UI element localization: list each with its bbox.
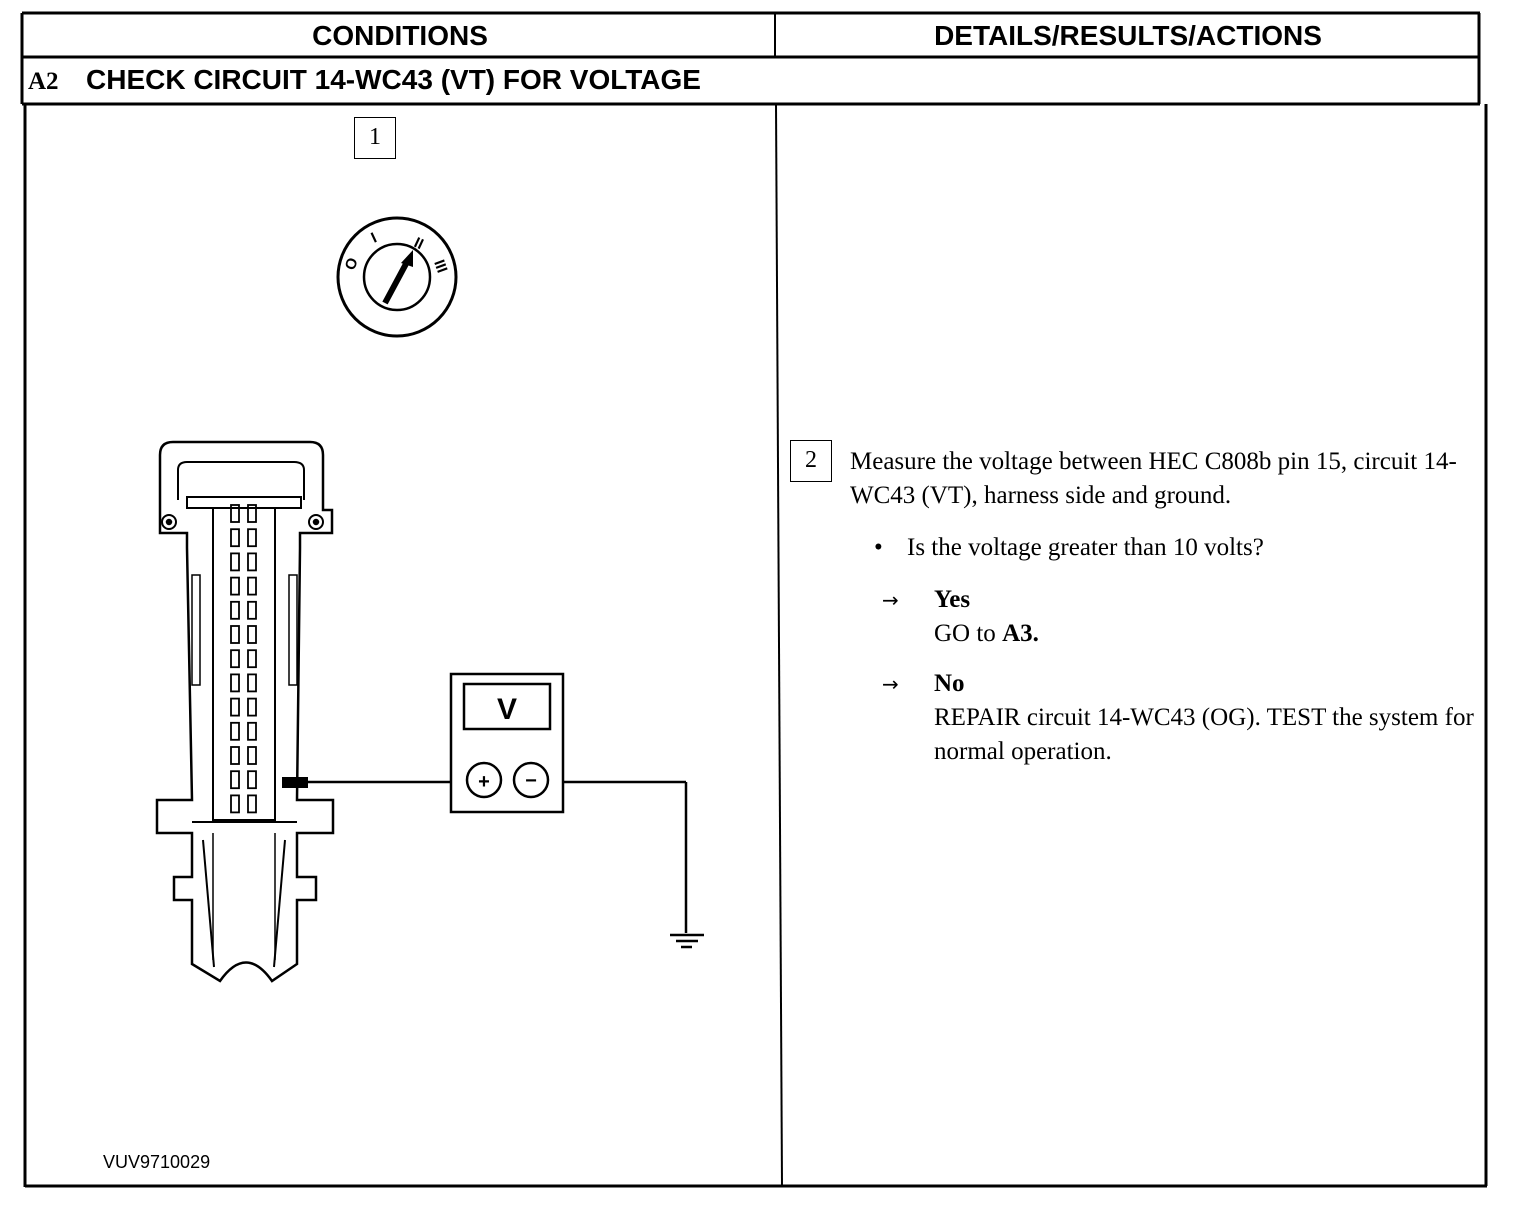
connector-pin: [230, 697, 240, 717]
connector-pin: [230, 600, 240, 620]
connector-pin: [247, 625, 257, 644]
callout-2: 2: [790, 440, 832, 482]
connector-pin: [230, 794, 240, 814]
test-lead-wiring: [282, 777, 688, 933]
connector-pin: [230, 504, 240, 523]
answer-no: → No REPAIR circuit 14-WC43 (OG). TEST t…: [850, 667, 1480, 769]
connector-pin: [247, 528, 257, 548]
connector-pin: [247, 552, 257, 572]
connector-pin: [230, 625, 240, 644]
step-heading: A2 CHECK CIRCUIT 14-WC43 (VT) FOR VOLTAGE: [28, 60, 701, 100]
connector-pin: [247, 721, 257, 741]
answer-yes-action-prefix: GO to: [934, 620, 1003, 647]
connector-pin: [247, 673, 257, 693]
bullet-icon: •: [874, 534, 883, 561]
connector-pin: [247, 697, 257, 717]
answer-yes-action: GO to A3.: [934, 617, 1480, 651]
ignition-position-2: II: [411, 234, 426, 253]
step-title: CHECK CIRCUIT 14-WC43 (VT) FOR VOLTAGE: [86, 64, 701, 95]
ignition-switch-icon: O I II III: [336, 216, 458, 338]
voltmeter-plus-terminal: +: [478, 771, 490, 793]
answer-no-action: REPAIR circuit 14-WC43 (OG). TEST the sy…: [934, 704, 1474, 765]
connector-pin: [247, 576, 257, 596]
connector-pin: [230, 552, 240, 572]
voltmeter-icon: V + −: [449, 672, 565, 814]
answer-yes-action-target: A3.: [1002, 620, 1039, 647]
voltmeter-display: V: [497, 693, 517, 726]
voltmeter-minus-terminal: −: [525, 770, 537, 792]
column-header-details: DETAILS/RESULTS/ACTIONS: [934, 20, 1322, 51]
connector-pin: [247, 649, 257, 669]
ignition-position-0: O: [342, 255, 362, 272]
connector-pin: [230, 721, 240, 741]
step-id: A2: [28, 68, 59, 95]
answer-no-label: No: [934, 670, 965, 697]
connector-pin: [230, 746, 240, 765]
answer-yes: → Yes GO to A3.: [850, 583, 1480, 651]
connector-pin: [230, 528, 240, 548]
details-column: Measure the voltage between HEC C808b pi…: [850, 445, 1480, 769]
connector-illustration: O I II III: [155, 216, 704, 983]
connector-pin-grid: [230, 504, 257, 814]
connector-pin: [247, 504, 257, 523]
connector-pin: [230, 576, 240, 596]
answer-yes-label: Yes: [934, 586, 971, 613]
ignition-position-1: I: [369, 229, 380, 246]
arrow-right-icon: →: [882, 588, 899, 612]
ground-icon: [670, 933, 704, 949]
connector-pin: [230, 770, 240, 790]
ignition-position-3: III: [430, 258, 450, 276]
hec-connector-c808b: [155, 440, 335, 983]
connector-pin: [247, 770, 257, 790]
question-text: Is the voltage greater than 10 volts?: [907, 534, 1264, 561]
arrow-right-icon: →: [882, 672, 899, 696]
figure-id: VUV9710029: [103, 1152, 211, 1172]
callout-1: 1: [354, 117, 396, 159]
connector-pin: [230, 649, 240, 669]
connector-pin: [247, 600, 257, 620]
connector-pin: [247, 794, 257, 814]
measure-instruction: Measure the voltage between HEC C808b pi…: [850, 448, 1457, 509]
column-header-conditions: CONDITIONS: [312, 20, 488, 51]
connector-pin: [247, 746, 257, 765]
connector-pin: [230, 673, 240, 693]
question-item: • Is the voltage greater than 10 volts?: [850, 531, 1480, 565]
